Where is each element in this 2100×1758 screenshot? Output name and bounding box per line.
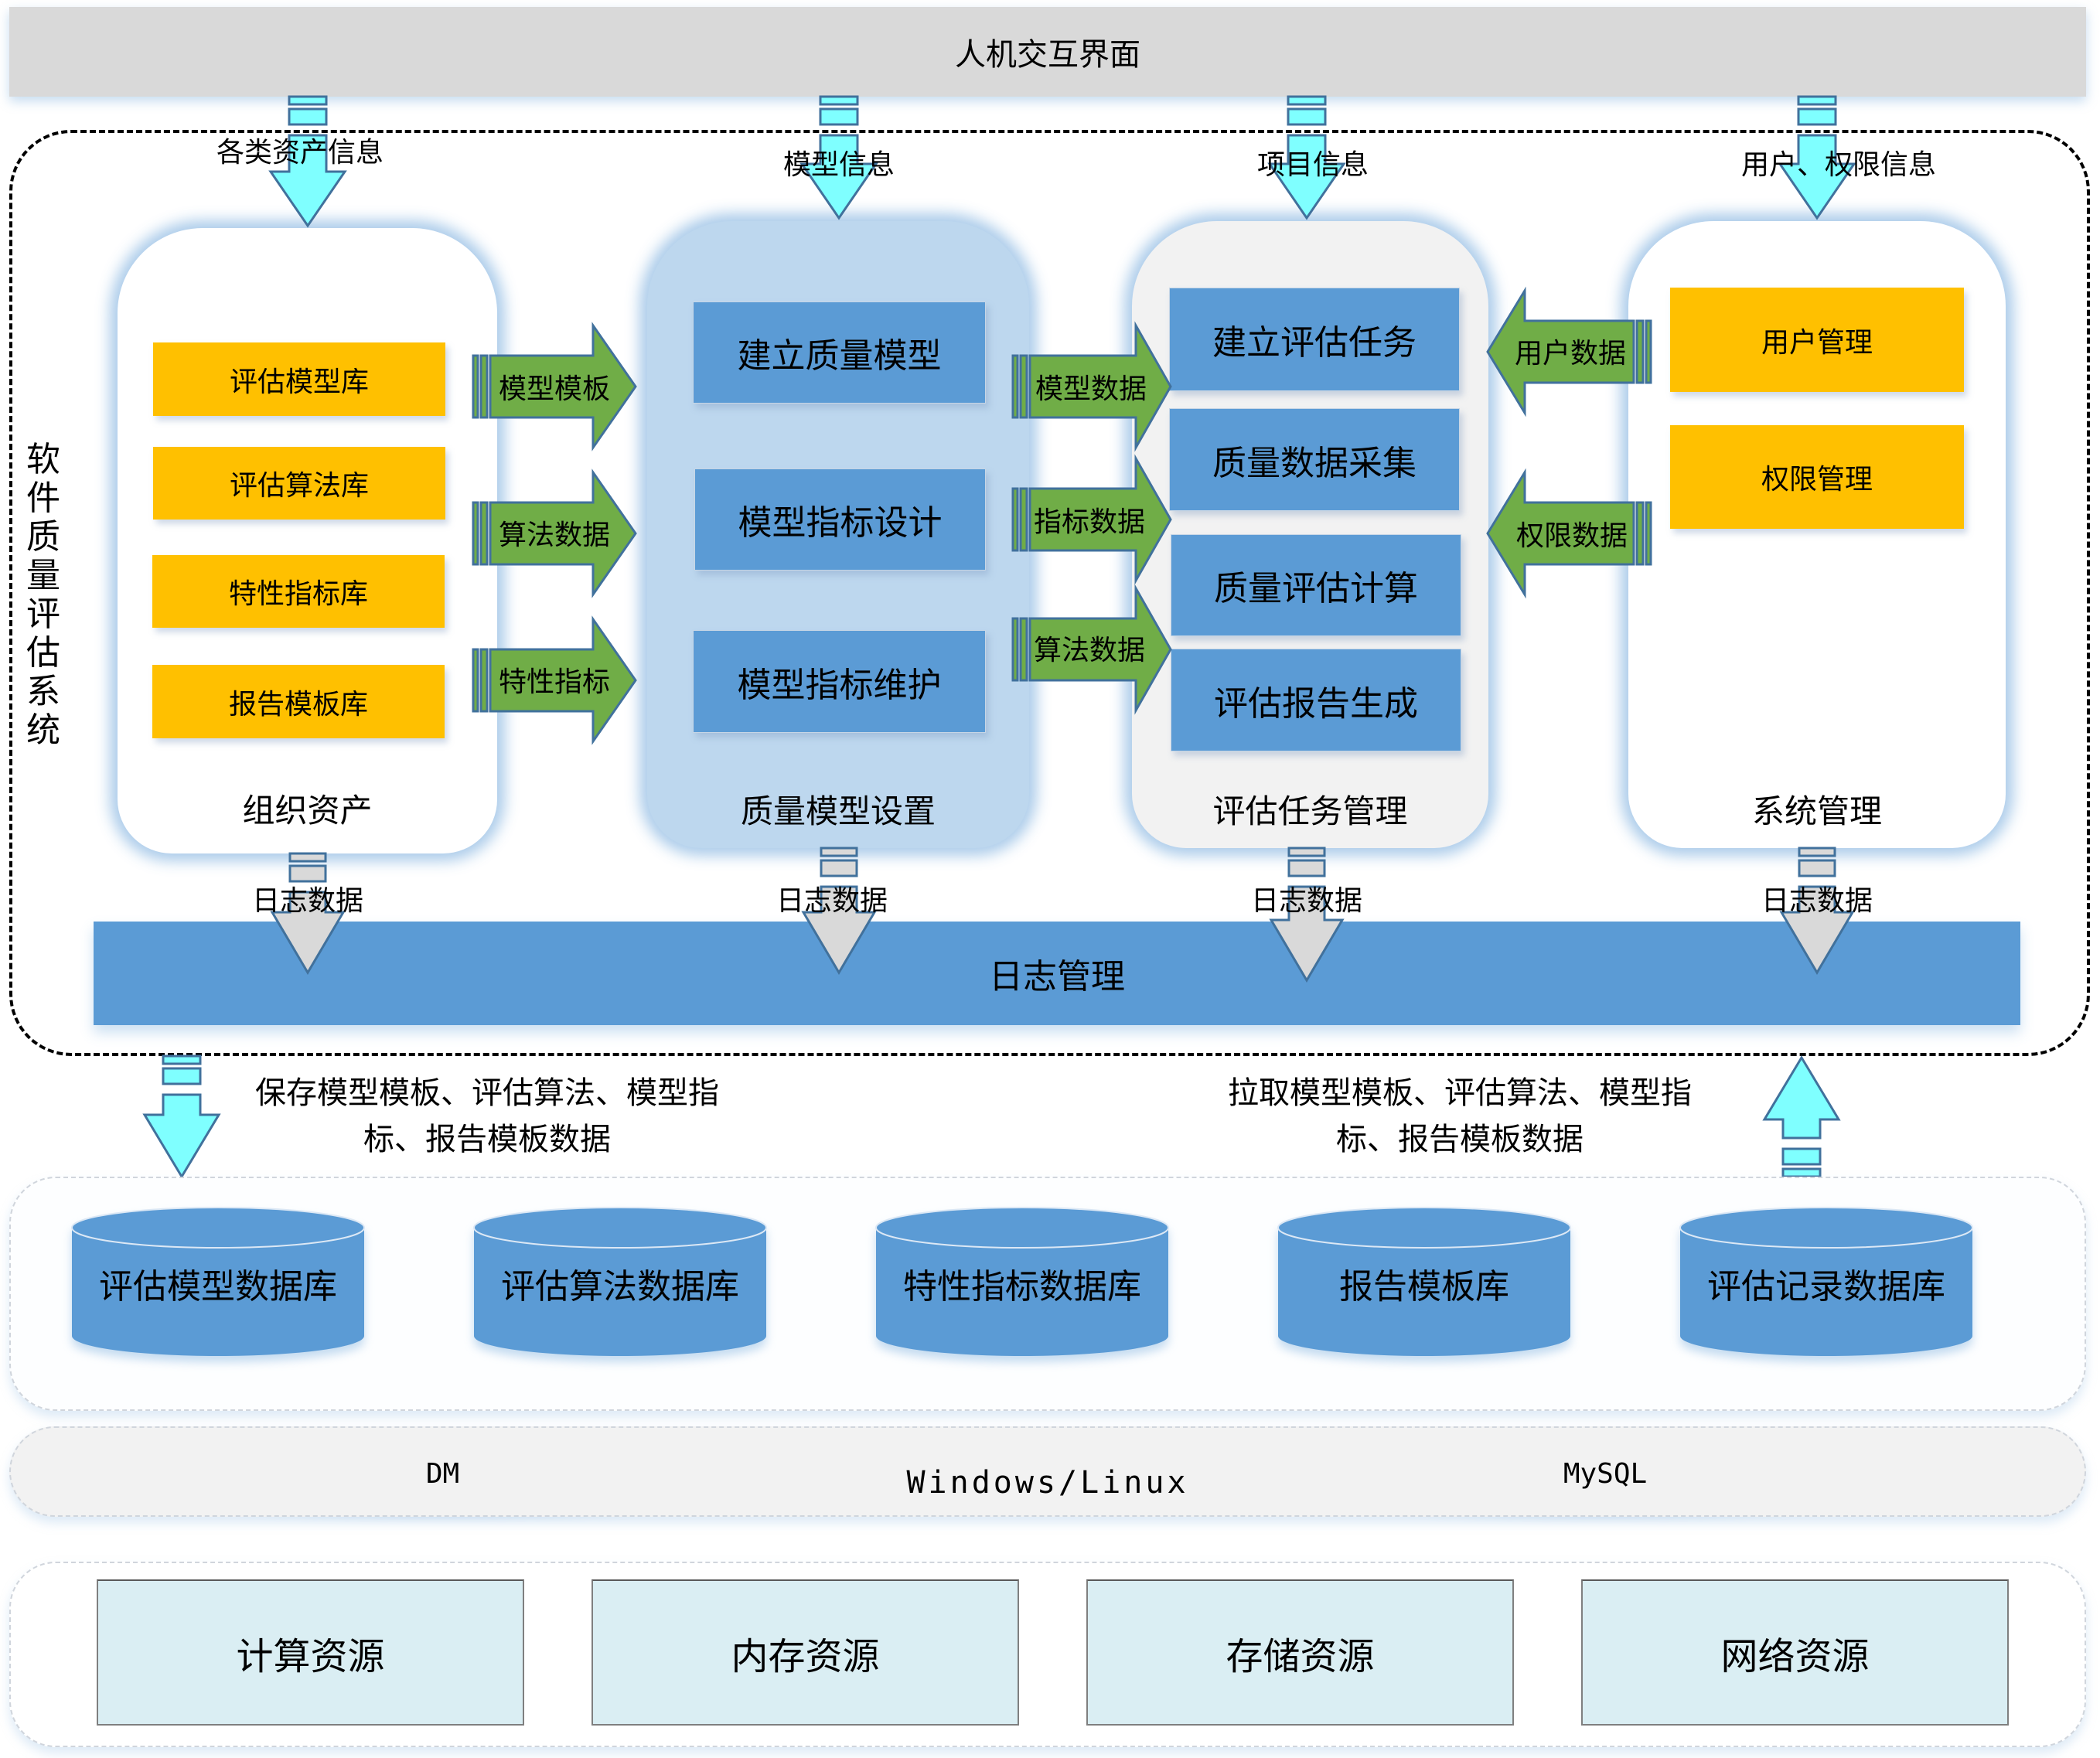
save-data-arrow — [142, 1054, 221, 1179]
build-quality-model: 建立质量模型 — [693, 302, 986, 404]
quality-data-collection: 质量数据采集 — [1169, 408, 1460, 511]
db-evaluation-record: 评估记录数据库 — [1707, 1267, 1945, 1307]
column-title: 系统管理 — [1751, 792, 1882, 830]
model-index-design: 模型指标设计 — [694, 468, 986, 571]
arrow-body — [1762, 1055, 1841, 1140]
create-evaluation-task: 建立评估任务 — [1169, 288, 1460, 391]
evaluation-report-generation: 评估报告生成 — [1171, 649, 1461, 751]
arrow-tail-stripe — [1287, 95, 1327, 106]
user-management: 用户管理 — [1670, 288, 1964, 392]
flow-label-index-data: 指标数据 — [1033, 506, 1145, 538]
pull-data-label: 拉取模型模板、评估算法、模型指 标、报告模板数据 — [1189, 1070, 1730, 1163]
permission-management: 权限管理 — [1670, 425, 1964, 529]
log-flow-label: 日志数据 — [251, 885, 364, 917]
flow-label-characteristic-index: 特性指标 — [498, 666, 610, 698]
vertical-label-char: 评 — [26, 595, 60, 634]
arrow-body — [142, 1093, 221, 1179]
pull-data-label-line2: 标、报告模板数据 — [1336, 1122, 1584, 1157]
arrow-tail-stripe — [162, 1054, 202, 1065]
save-data-label-line2: 标、报告模板数据 — [363, 1122, 611, 1157]
db-engine-dm: DM — [425, 1457, 460, 1490]
arrow-tail-stripe — [1797, 107, 1837, 126]
db-evaluation-algorithm: 评估算法数据库 — [501, 1267, 739, 1307]
log-flow-label: 日志数据 — [776, 885, 888, 917]
vertical-label-char: 统 — [26, 710, 60, 750]
asset-report-template-library: 报告模板库 — [152, 665, 445, 738]
db-engine-mysql: MySQL — [1563, 1457, 1648, 1490]
resource-memory: 内存资源 — [591, 1579, 1019, 1726]
flow-label-model-template: 模型模板 — [498, 373, 610, 405]
column-title: 质量模型设置 — [740, 792, 936, 830]
asset-characteristic-index-library: 特性指标库 — [152, 555, 445, 628]
vertical-label-char: 量 — [26, 556, 60, 595]
flow-label-permission-data: 权限数据 — [1515, 520, 1628, 552]
arrow-tail-stripe — [1797, 95, 1837, 106]
platform-layer — [9, 1426, 2086, 1517]
log-management-label: 日志管理 — [989, 957, 1125, 997]
db-evaluation-model: 评估模型数据库 — [99, 1267, 337, 1307]
quality-evaluation-calculation: 质量评估计算 — [1171, 534, 1461, 636]
resource-compute: 计算资源 — [97, 1579, 524, 1726]
arrow-tail-stripe — [819, 107, 859, 126]
db-report-template: 报告模板库 — [1339, 1267, 1509, 1307]
flow-label-model-data: 模型数据 — [1035, 373, 1147, 405]
log-flow-label: 日志数据 — [1761, 885, 1873, 917]
flow-label-algorithm-data-2: 算法数据 — [1033, 635, 1145, 666]
human-computer-interface-layer: 人机交互界面 — [9, 7, 2086, 97]
arrow-tail-stripe — [288, 107, 328, 126]
column-title: 组织资产 — [242, 791, 373, 830]
os-label: Windows/Linux — [906, 1465, 1189, 1501]
log-flow-label: 日志数据 — [1250, 885, 1363, 917]
header-title: 人机交互界面 — [955, 37, 1140, 73]
vertical-label-char: 系 — [26, 672, 60, 711]
system-boundary — [9, 130, 2090, 1056]
flow-label-algorithm-data: 算法数据 — [498, 520, 610, 551]
pull-data-arrow — [1762, 1055, 1841, 1178]
arrow-tail-stripe — [1781, 1147, 1822, 1166]
system-vertical-label: 软 件 质 量 评 估 系 统 — [23, 441, 63, 750]
pull-data-label-line1: 拉取模型模板、评估算法、模型指 — [1228, 1075, 1692, 1111]
save-data-label-line1: 保存模型模板、评估算法、模型指 — [255, 1075, 719, 1111]
flow-label-user-permission-info: 用户、权限信息 — [1740, 149, 1937, 181]
arrow-tail-stripe — [1287, 107, 1327, 126]
arrow-tail-stripe — [162, 1067, 202, 1085]
arrow-tail-stripe — [288, 95, 328, 106]
flow-label-user-data: 用户数据 — [1514, 338, 1626, 370]
flow-label-asset-info: 各类资产信息 — [216, 137, 384, 169]
vertical-label-char: 软 — [26, 440, 60, 479]
resource-storage: 存储资源 — [1086, 1579, 1514, 1726]
column-title: 评估任务管理 — [1212, 792, 1408, 830]
vertical-label-char: 估 — [26, 633, 60, 673]
log-management-bar: 日志管理 — [94, 922, 2020, 1025]
vertical-label-char: 件 — [26, 479, 60, 518]
asset-evaluation-algorithm-library: 评估算法库 — [153, 447, 445, 520]
arrow-tail-stripe — [819, 95, 859, 106]
flow-label-model-info: 模型信息 — [782, 149, 895, 181]
model-index-maintenance: 模型指标维护 — [693, 630, 986, 733]
db-characteristic-index: 特性指标数据库 — [903, 1267, 1141, 1307]
resource-network: 网络资源 — [1581, 1579, 2009, 1726]
asset-evaluation-model-library: 评估模型库 — [153, 342, 445, 416]
flow-label-project-info: 项目信息 — [1256, 149, 1369, 181]
save-data-label: 保存模型模板、评估算法、模型指 标、报告模板数据 — [216, 1070, 758, 1163]
column-organization-assets: 组织资产 — [118, 228, 497, 853]
arrow-tail-stripe — [1781, 1167, 1822, 1178]
vertical-label-char: 质 — [26, 517, 60, 557]
